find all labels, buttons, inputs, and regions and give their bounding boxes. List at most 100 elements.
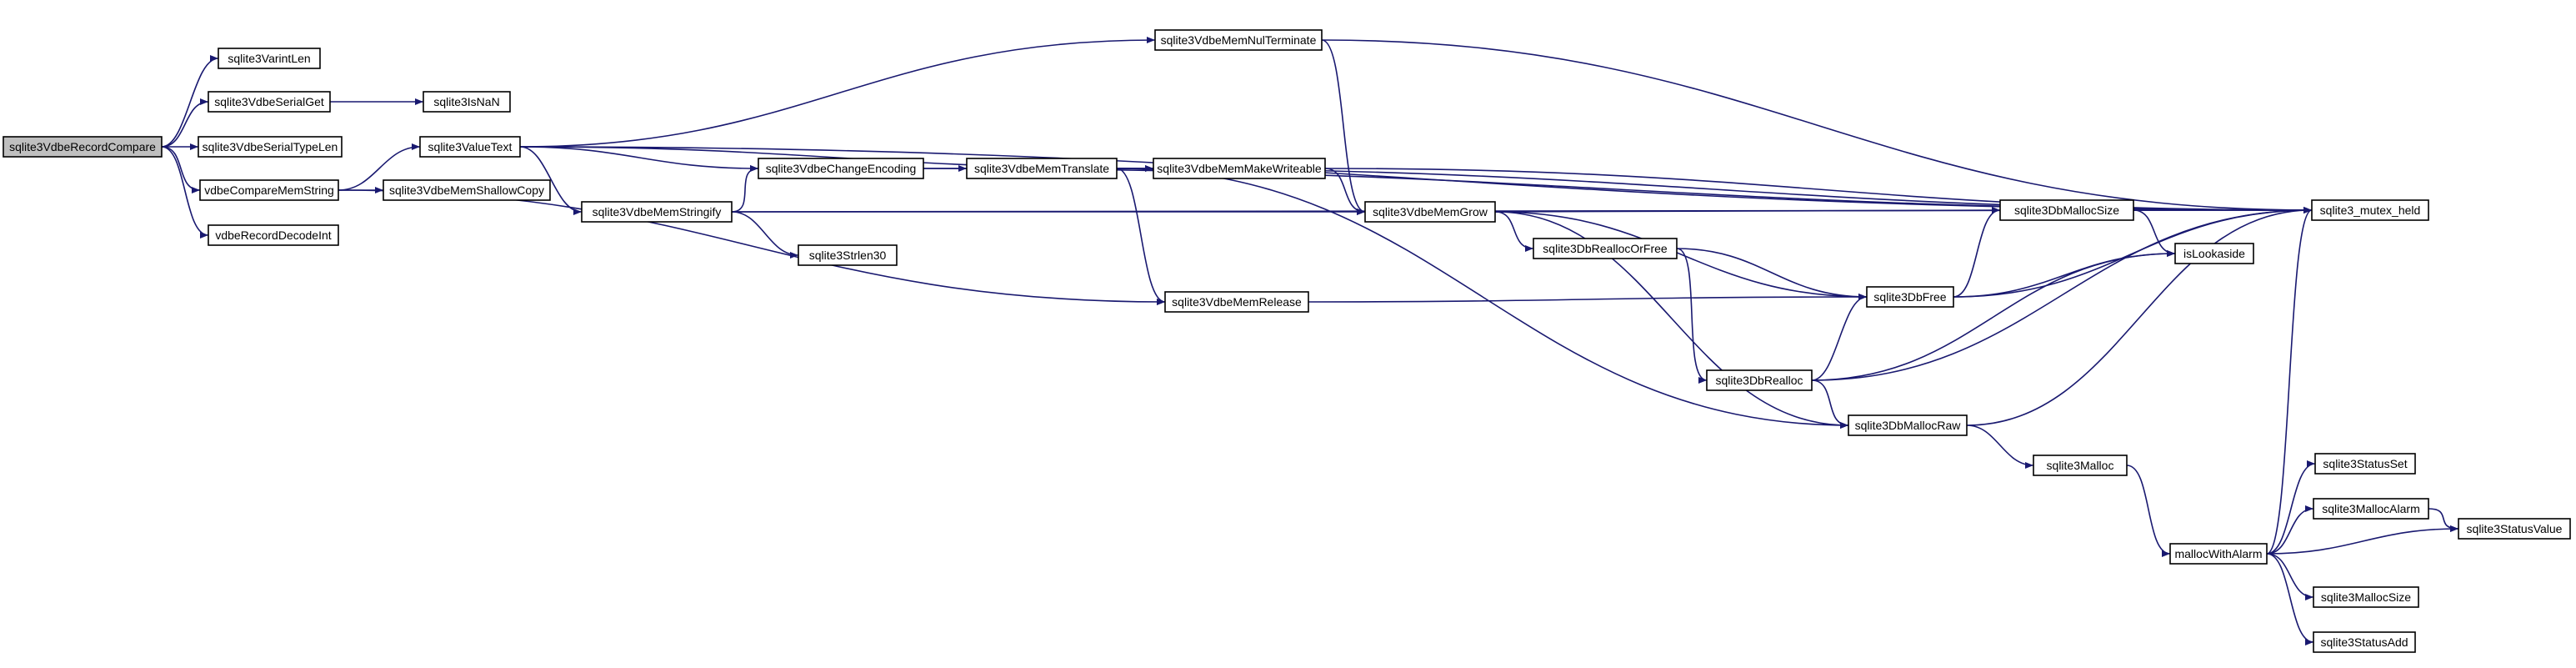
function-node-malloc[interactable]: sqlite3Malloc — [2033, 455, 2128, 476]
function-node-dbfree[interactable]: sqlite3DbFree — [1866, 286, 1954, 308]
function-node-statusadd[interactable]: sqlite3StatusAdd — [2313, 631, 2416, 653]
node-label: sqlite3VarintLen — [228, 52, 310, 65]
function-node-mallocsize[interactable]: sqlite3DbMallocSize — [1999, 199, 2134, 221]
function-node-mallocraw[interactable]: sqlite3DbMallocRaw — [1848, 414, 1968, 436]
node-box — [2313, 586, 2419, 608]
edge-mallocraw-to-malloc — [1966, 424, 2034, 469]
edge-translate-to-release — [1116, 168, 1166, 305]
node-box — [2313, 631, 2416, 653]
node-box — [3, 136, 163, 158]
node-box — [1999, 199, 2134, 221]
function-node-reallocfree[interactable]: sqlite3DbReallocOrFree — [1533, 238, 1678, 259]
function-node-memgrow[interactable]: sqlite3VdbeMemGrow — [1364, 201, 1496, 223]
edge-dbrealloc-to-lookaside — [1811, 250, 2176, 381]
edge-withalarm-to-mallocalarm — [2266, 505, 2314, 555]
function-node-statusset[interactable]: sqlite3StatusSet — [2314, 453, 2416, 475]
function-node-cmpstr[interactable]: vdbeCompareMemString — [199, 179, 339, 201]
function-node-withalarm[interactable]: mallocWithAlarm — [2169, 543, 2268, 565]
edge-rc-to-serialget — [161, 98, 209, 148]
node-box — [1706, 369, 1813, 391]
edge-dbfree-to-lookaside — [1953, 250, 2176, 298]
node-label: sqlite3VdbeChangeEncoding — [766, 162, 917, 175]
function-node-isnan[interactable]: sqlite3IsNaN — [423, 91, 511, 113]
function-node-varint[interactable]: sqlite3VarintLen — [218, 48, 321, 69]
edge-rc-to-decodeint — [161, 146, 209, 239]
function-node-serialtype[interactable]: sqlite3VdbeSerialTypeLen — [198, 136, 343, 158]
node-box — [2174, 243, 2254, 264]
node-label: sqlite3VdbeSerialGet — [214, 95, 324, 108]
node-label: sqlite3DbRealloc — [1715, 374, 1803, 387]
node-label: sqlite3VdbeMemRelease — [1172, 295, 1302, 309]
edge-translate-to-mallocraw — [1116, 168, 1849, 429]
edge-stringify-to-changeenc — [731, 165, 759, 213]
node-label: sqlite3StatusSet — [2323, 457, 2407, 470]
node-label: sqlite3VdbeSerialTypeLen — [203, 140, 338, 153]
function-node-lookaside[interactable]: isLookaside — [2174, 243, 2254, 264]
node-label: sqlite3_mutex_held — [2320, 203, 2421, 217]
node-label: sqlite3MallocAlarm — [2322, 502, 2419, 515]
edge-valuetext-to-stringify — [519, 146, 583, 215]
edge-rc-to-cmpstr — [161, 146, 201, 193]
edge-memgrow-to-mallocraw — [1494, 211, 1849, 429]
edge-makewrite-to-memgrow — [1324, 168, 1366, 215]
node-box — [1164, 291, 1309, 313]
edge-reallocfree-to-dbrealloc — [1676, 248, 1708, 384]
node-box — [2313, 498, 2429, 520]
node-layer: sqlite3VdbeRecordCompare sqlite3VarintLen… — [3, 29, 2571, 653]
edge-cmpstr-to-release — [338, 189, 1166, 305]
node-box — [1848, 414, 1968, 436]
node-box — [2458, 518, 2571, 540]
node-label: sqlite3ValueText — [428, 140, 513, 153]
function-node-nulterm[interactable]: sqlite3VdbeMemNulTerminate — [1154, 29, 1323, 51]
function-node-mallocalarm[interactable]: sqlite3MallocAlarm — [2313, 498, 2429, 520]
edge-valuetext-to-changeenc — [519, 146, 759, 172]
function-node-dbrealloc[interactable]: sqlite3DbRealloc — [1706, 369, 1813, 391]
edge-mallocsize-to-lookaside — [2133, 209, 2176, 257]
function-node-makewrite[interactable]: sqlite3VdbeMemMakeWriteable — [1153, 158, 1326, 179]
node-box — [199, 179, 339, 201]
edge-memgrow-to-dbfree — [1494, 211, 1868, 300]
node-box — [1866, 286, 1954, 308]
function-node-release[interactable]: sqlite3VdbeMemRelease — [1164, 291, 1309, 313]
edge-malloc-to-withalarm — [2126, 465, 2171, 557]
node-label: vdbeRecordDecodeInt — [215, 229, 331, 242]
node-box — [2033, 455, 2128, 476]
edge-nulterm-to-mutex — [1321, 39, 2313, 213]
node-box — [1364, 201, 1496, 223]
node-label: sqlite3DbReallocOrFree — [1543, 242, 1668, 255]
function-node-changeenc[interactable]: sqlite3VdbeChangeEncoding — [758, 158, 924, 179]
edge-withalarm-to-mutex — [2266, 207, 2313, 555]
node-box — [208, 91, 331, 113]
edge-layer — [161, 37, 2459, 645]
function-node-decodeint[interactable]: vdbeRecordDecodeInt — [208, 224, 339, 246]
node-box — [1533, 238, 1678, 259]
node-box — [208, 224, 339, 246]
function-node-mutex[interactable]: sqlite3_mutex_held — [2311, 199, 2429, 221]
node-label: sqlite3Malloc — [2047, 459, 2114, 472]
function-node-translate[interactable]: sqlite3VdbeMemTranslate — [966, 158, 1118, 179]
function-node-valuetext[interactable]: sqlite3ValueText — [419, 136, 521, 158]
edge-withalarm-to-statusadd — [2266, 553, 2314, 645]
node-label: sqlite3StatusValue — [2467, 522, 2563, 535]
function-node-stringify[interactable]: sqlite3VdbeMemStringify — [581, 201, 733, 223]
function-node-shallow[interactable]: sqlite3VdbeMemShallowCopy — [383, 179, 551, 201]
node-label: sqlite3IsNaN — [433, 95, 499, 108]
function-node-rc[interactable]: sqlite3VdbeRecordCompare — [3, 136, 163, 158]
node-label: sqlite3VdbeMemNulTerminate — [1161, 33, 1317, 47]
node-label: isLookaside — [2183, 247, 2245, 260]
function-node-strlen[interactable]: sqlite3Strlen30 — [798, 244, 898, 266]
edge-memgrow-to-mallocsize — [1494, 207, 2001, 214]
node-box — [966, 158, 1118, 179]
node-label: sqlite3VdbeMemMakeWriteable — [1157, 162, 1322, 175]
node-label: sqlite3VdbeMemTranslate — [974, 162, 1109, 175]
node-label: sqlite3DbMallocSize — [2014, 203, 2119, 217]
node-box — [1154, 29, 1323, 51]
function-node-statusvalue[interactable]: sqlite3StatusValue — [2458, 518, 2571, 540]
edge-memgrow-to-reallocfree — [1494, 211, 1534, 252]
function-node-serialget[interactable]: sqlite3VdbeSerialGet — [208, 91, 331, 113]
function-node-msize[interactable]: sqlite3MallocSize — [2313, 586, 2419, 608]
node-box — [198, 136, 343, 158]
node-box — [423, 91, 511, 113]
node-box — [218, 48, 321, 69]
